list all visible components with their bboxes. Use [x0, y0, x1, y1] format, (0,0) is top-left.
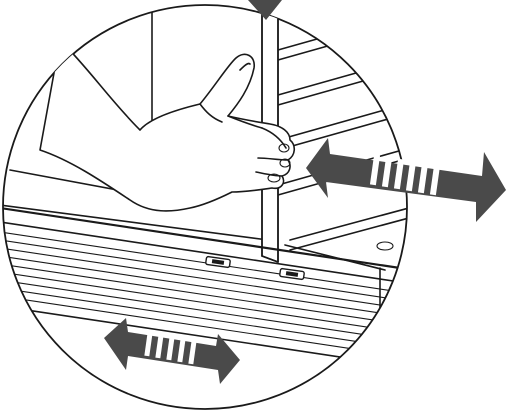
illustration-canvas	[0, 0, 510, 416]
assembly-diagram	[0, 0, 510, 416]
